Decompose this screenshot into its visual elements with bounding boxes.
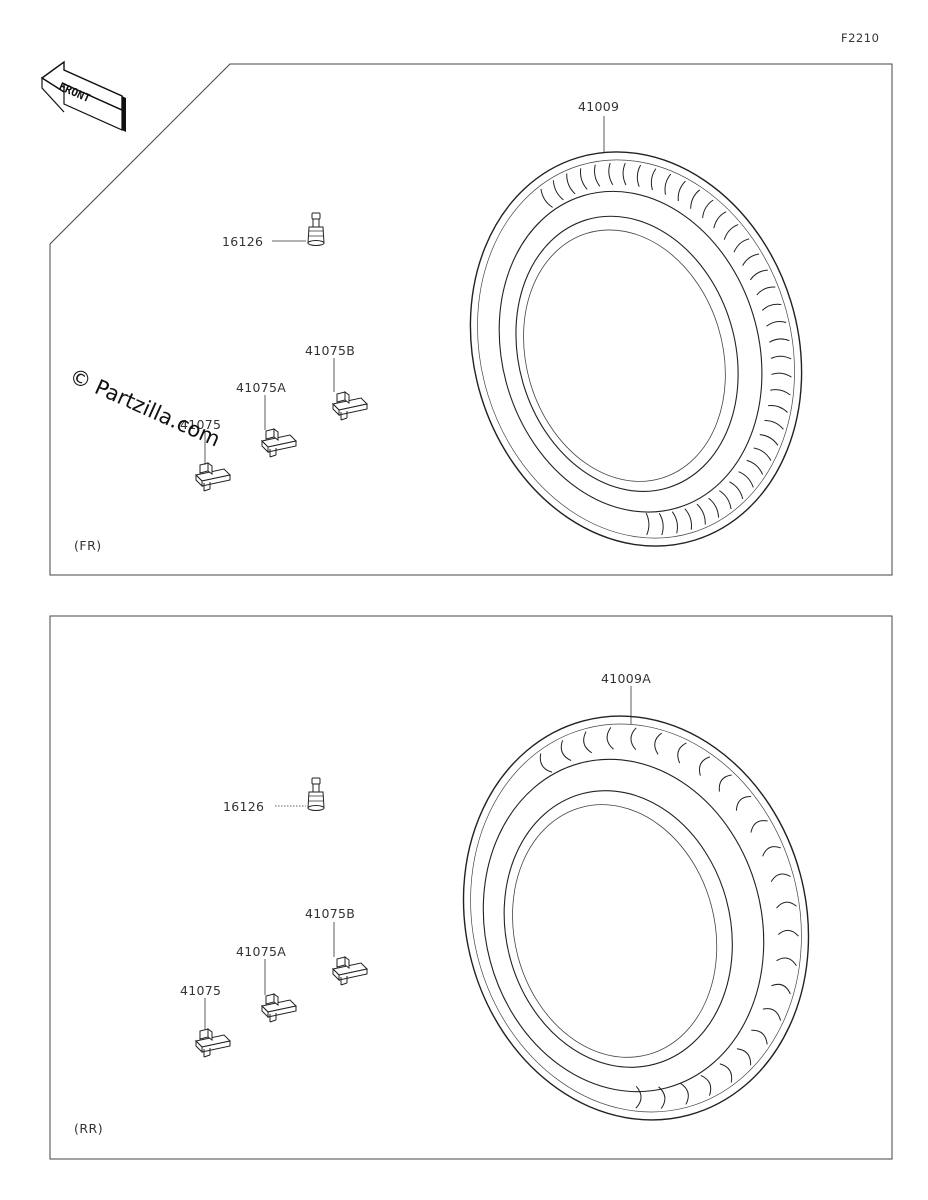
tread-groove	[679, 1082, 689, 1105]
tread-groove	[746, 459, 764, 475]
tread-groove	[719, 1063, 733, 1083]
tread-groove	[700, 1075, 712, 1096]
tread-groove	[770, 355, 792, 360]
tread-groove	[622, 162, 627, 186]
tread-groove	[579, 168, 588, 190]
tread-groove	[608, 162, 614, 186]
balance-weight-icon	[261, 428, 297, 458]
tread-groove	[708, 497, 720, 518]
tread-groove	[751, 1029, 768, 1045]
tread-groove	[723, 224, 739, 240]
tread-groove	[560, 740, 572, 761]
tread-groove	[749, 269, 768, 281]
valve-stem-icon	[307, 777, 325, 811]
weight-b-label: 41075B	[305, 343, 355, 358]
tread-groove	[583, 731, 593, 754]
tread-groove	[776, 957, 797, 966]
weight-a-label: 41075A	[236, 944, 286, 959]
diagram-code: F2210	[841, 31, 879, 45]
weight-b-label: 41075B	[305, 906, 355, 921]
tread-groove	[636, 164, 642, 187]
tread-groove	[750, 820, 768, 833]
tread-groove	[762, 846, 781, 857]
tread-groove	[729, 481, 744, 500]
tread-groove	[753, 447, 772, 461]
balance-weight-icon	[195, 462, 231, 492]
tread-groove	[658, 512, 664, 536]
tread-groove	[742, 253, 760, 266]
tread-groove	[735, 795, 752, 811]
tread-groove	[738, 471, 754, 488]
tread-groove	[713, 211, 727, 229]
tread-groove	[759, 434, 779, 446]
section-tag: (RR)	[74, 1121, 103, 1136]
section-rear: 41009A 16126 41075B 41075A 41075 (RR)	[49, 615, 893, 1160]
section-tag: (FR)	[74, 538, 102, 553]
tread-groove	[761, 303, 782, 311]
tire-part-label: 41009	[578, 99, 619, 114]
tread-groove	[698, 756, 711, 776]
weight-label: 41075	[180, 417, 221, 432]
valve-stem-icon	[307, 212, 325, 246]
tread-groove	[684, 508, 693, 530]
tread-groove	[764, 419, 784, 430]
tread-groove	[769, 338, 790, 343]
section-frame	[49, 615, 893, 1160]
tread-groove	[664, 173, 672, 195]
tread-groove	[658, 1086, 666, 1109]
valve-part-label: 16126	[222, 234, 263, 249]
tread-groove	[650, 168, 657, 191]
balance-weight-icon	[332, 956, 368, 986]
tread-groove	[766, 321, 787, 327]
section-frame	[49, 63, 893, 576]
tread-groove	[776, 901, 797, 909]
tread-groove	[645, 512, 650, 536]
tread-groove	[733, 238, 750, 253]
tread-groove	[690, 189, 701, 209]
tread-groove	[630, 727, 637, 751]
tread-groove	[756, 286, 776, 296]
balance-weight-icon	[261, 993, 297, 1023]
tread-groove	[762, 1008, 782, 1021]
tire-front	[469, 151, 803, 547]
tread-groove	[654, 732, 662, 755]
tread-groove	[671, 511, 678, 534]
balance-weight-icon	[195, 1028, 231, 1058]
watermark: © Partzilla.com	[66, 364, 224, 452]
tire-rear	[462, 715, 810, 1121]
tread-groove	[770, 389, 791, 396]
tread-groove	[702, 199, 714, 218]
tread-groove	[566, 173, 576, 195]
tire-part-label: 41009A	[601, 671, 651, 686]
valve-part-label: 16126	[223, 799, 264, 814]
tread-groove	[771, 983, 791, 995]
tread-groove	[719, 490, 732, 510]
tread-groove	[594, 164, 601, 187]
weight-a-label: 41075A	[236, 380, 286, 395]
tread-groove	[635, 1085, 642, 1109]
section-front: 41009 16126 41075B 41075A 41075 (FR)	[49, 63, 893, 576]
tread-groove	[768, 404, 788, 413]
weight-label: 41075	[180, 983, 221, 998]
tread-groove	[552, 180, 564, 201]
tread-groove	[777, 929, 799, 937]
tread-groove	[736, 1048, 752, 1066]
tread-groove	[539, 753, 553, 773]
tread-groove	[770, 873, 791, 883]
tread-groove	[696, 503, 706, 525]
tread-groove	[677, 742, 687, 764]
tread-groove	[606, 727, 614, 750]
tread-groove	[677, 180, 686, 202]
balance-weight-icon	[332, 391, 368, 421]
tread-groove	[771, 372, 792, 378]
tread-groove	[540, 188, 553, 208]
tread-groove	[718, 774, 732, 792]
front-arrow-icon: FRONT	[40, 60, 126, 132]
